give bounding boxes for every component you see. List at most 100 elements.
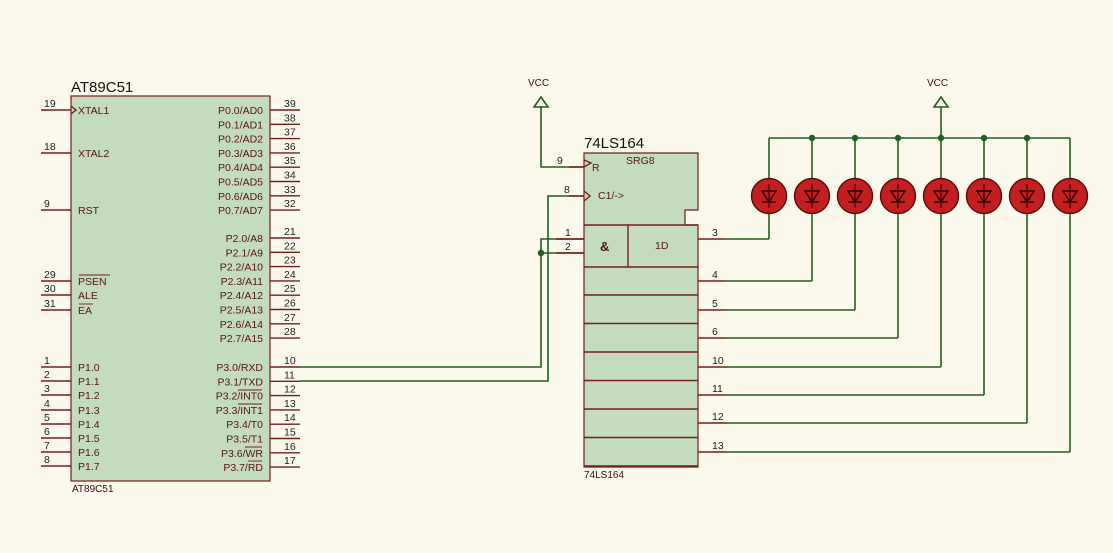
mcu-part-label: AT89C51 [72,484,114,495]
mcu-pin-label: P1.1 [78,376,100,388]
sr-output-pin-number: 10 [712,355,724,367]
sr-reset-marker [583,159,593,168]
mcu-pin-label: P2.5/A13 [220,305,263,317]
mcu-pin-label: P3.5/T1 [226,434,263,446]
sr-output-pin-number: 5 [712,298,718,310]
sr-output-pin-number: 4 [712,269,718,281]
mcu-pin-number: 6 [44,426,50,438]
mcu-pin-label: P3.7/RD [223,462,263,474]
mcu-pin-number: 16 [284,441,296,453]
mcu-pin-label: P2.4/A12 [220,290,263,302]
mcu-pin-number: 12 [284,384,296,396]
sr-title: 74LS164 [584,135,644,152]
mcu-pin-label: P1.7 [78,461,100,473]
mcu-pin-label: ALE [78,290,98,302]
mcu-pin-label: EA [78,305,92,317]
mcu-pin-number: 32 [284,198,296,210]
mcu-pin-label: P2.1/A9 [226,247,264,259]
mcu-pin-label: XTAL1 [78,105,109,117]
mcu-pin-number: 23 [284,255,296,267]
sr-and-label: & [600,239,609,254]
mcu-pin-label: P1.3 [78,405,100,417]
sr-pin2-number: 2 [565,241,571,253]
mcu-pin-number: 14 [284,412,296,424]
mcu-pin-label: RST [78,205,100,217]
mcu-pin-number: 28 [284,326,296,338]
mcu-pin-label: P2.7/A15 [220,333,263,345]
mcu-pin-number: 33 [284,184,296,196]
mcu-right-pins: 39P0.0/AD038P0.1/AD137P0.2/AD236P0.3/AD3… [216,98,300,474]
mcu-pin-label: P0.3/AD3 [218,148,263,160]
mcu-pin-label: P0.5/AD5 [218,177,263,189]
shift-register-74ls164: 74LS164 74LS164 SRG8 R C1/-> & 1D 9 8 1 … [556,135,726,481]
mcu-pin-label: P3.2/INT0 [216,391,263,403]
sr-pin8-number: 8 [564,184,570,196]
mcu-pin-label: P3.1/TXD [217,376,263,388]
mcu-pin-number: 26 [284,298,296,310]
vcc-left-label: VCC [528,78,549,89]
mcu-pin-label: P3.6/WR [221,448,263,460]
mcu-pin-number: 39 [284,98,296,110]
mcu-pin-number: 9 [44,198,50,210]
mcu-pin-label: XTAL2 [78,148,109,160]
sr-reset-label: R [592,162,600,174]
mcu-pin-label: P1.5 [78,433,100,445]
mcu-pin-number: 2 [44,369,50,381]
sr-data-label: 1D [655,240,669,252]
mcu-pin-number: 37 [284,127,296,139]
sr-clock-marker [583,190,592,202]
mcu-pin-label: P0.0/AD0 [218,105,263,117]
mcu-pin-label: P3.4/T0 [226,419,263,431]
mcu-pin-label: P1.0 [78,362,100,374]
mcu-pin-label: P0.2/AD2 [218,134,263,146]
mcu-pin-number: 10 [284,355,296,367]
vcc-left: VCC [528,78,550,108]
mcu-pin-label: P3.0/RXD [216,362,263,374]
mcu-pin-number: 30 [44,283,56,295]
mcu-pin-label: P0.6/AD6 [218,191,263,203]
mcu-body [70,95,271,482]
led-bank [726,134,1089,453]
vcc-right: VCC [927,78,950,138]
mcu-pin-number: 5 [44,412,50,424]
mcu-pin-number: 15 [284,427,296,439]
sr-output-cells [584,294,698,467]
mcu-pin-number: 25 [284,283,296,295]
mcu-pin-number: 7 [44,440,50,452]
mcu-pin-number: 11 [284,369,295,381]
junction-data [537,249,545,257]
mcu-pin-number: 35 [284,155,296,167]
mcu-pin-label: P2.2/A10 [220,262,263,274]
vcc-right-label: VCC [927,78,948,89]
mcu-left-pins: 19XTAL118XTAL29RST29PSEN30ALE31EA1P1.02P… [41,98,109,473]
mcu-pin-number: 8 [44,454,50,466]
sr-pin9-number: 9 [557,155,563,167]
mcu-pin-number: 24 [284,269,296,281]
mcu-pin-label: P2.0/A8 [226,233,264,245]
mcu-pin-label: P0.1/AD1 [218,119,263,131]
wire-txd-to-clock [300,195,584,382]
mcu-pin-number: 27 [284,312,296,324]
sr-output-pin-number: 3 [712,227,718,239]
mcu-pin-number: 1 [44,355,50,367]
mcu-pin-label: P2.6/A14 [220,319,263,331]
mcu-pin-number: 4 [44,398,50,410]
mcu-pin-number: 13 [284,398,296,410]
sr-pin1-number: 1 [565,227,571,239]
sr-part-label: 74LS164 [584,470,624,481]
mcu-pin-number: 18 [44,141,56,153]
mcu-pin-number: 17 [284,455,296,467]
wires-serial [300,106,584,382]
vcc-left-arrow [532,95,550,108]
sr-clock-label: C1/-> [598,190,624,202]
mcu-pin-number: 22 [284,240,296,252]
mcu-pin-number: 31 [44,298,56,310]
mcu-pin-number: 34 [284,170,296,182]
vcc-right-arrow [932,95,950,108]
sr-output-pin-number: 12 [712,411,724,423]
mcu-pin-label: P0.4/AD4 [218,162,263,174]
mcu-pin-label: P3.3/INT1 [216,405,263,417]
mcu-pin-number: 38 [284,112,296,124]
